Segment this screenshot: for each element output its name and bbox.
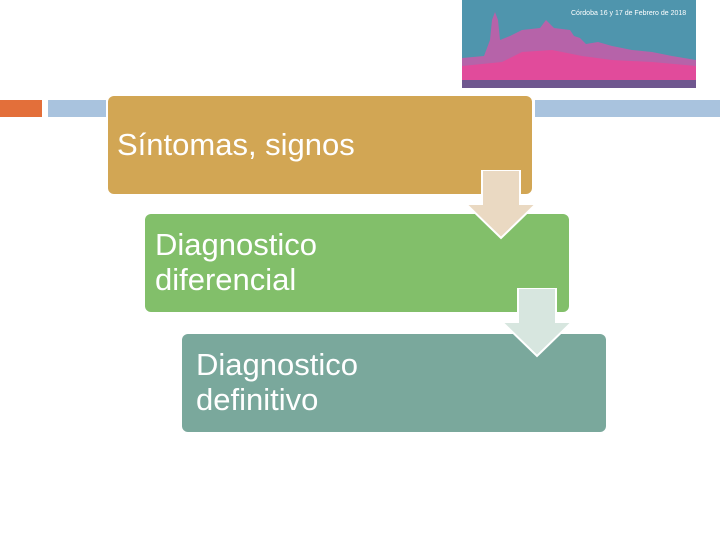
- step-label-line: Diagnostico: [155, 227, 317, 262]
- step-label-line: definitivo: [196, 382, 319, 417]
- banner-text: Córdoba 16 y 17 de Febrero de 2018: [571, 10, 687, 17]
- step-label: Síntomas, signos: [117, 127, 355, 162]
- down-arrow-icon: [466, 170, 538, 240]
- step-label: Diagnostico diferencial: [155, 227, 317, 297]
- step-label-line: Síntomas, signos: [117, 127, 355, 162]
- step-label: Diagnostico definitivo: [196, 347, 358, 417]
- step-label-line: diferencial: [155, 262, 297, 297]
- step-sintomas-signos: Síntomas, signos: [108, 96, 532, 194]
- accent-bar-orange: [0, 100, 42, 117]
- accent-bar-blue-left: [48, 100, 106, 117]
- event-banner: Córdoba 16 y 17 de Febrero de 2018: [462, 0, 696, 88]
- cathedral-skyline-image: [462, 12, 696, 88]
- accent-bar-blue-right: [535, 100, 720, 117]
- step-label-line: Diagnostico: [196, 347, 358, 382]
- down-arrow-icon: [502, 288, 574, 358]
